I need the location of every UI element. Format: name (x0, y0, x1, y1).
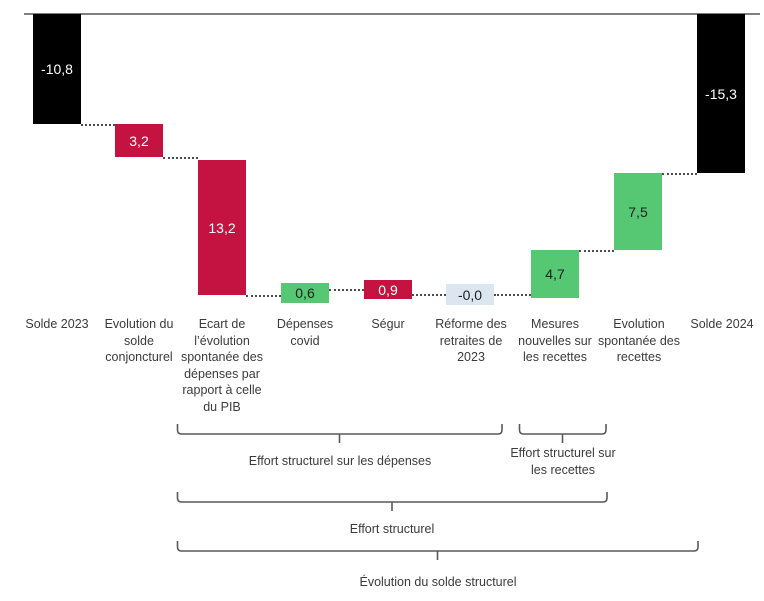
category-label-solde-2023: Solde 2023 (25, 317, 89, 331)
bracket-depenses-path (176, 424, 503, 435)
bar-value-label: 4,7 (545, 266, 565, 282)
plot-area: -10,8 3,2 13,2 0,6 0,9 -0,0 4,7 (24, 13, 760, 305)
connector-4 (329, 289, 364, 291)
category-label-evolution-solde-conjoncturel: Evolution du solde conjoncturel (104, 317, 174, 364)
category-label-reforme-retraites: Réforme des retraites de 2023 (435, 317, 507, 364)
bar-reforme-retraites-2023[interactable]: -0,0 (446, 284, 494, 305)
connector-6 (494, 294, 531, 296)
bar-value-label: 3,2 (129, 132, 149, 149)
bar-value-label: -15,3 (705, 85, 737, 102)
connector-1 (81, 124, 115, 126)
bar-depenses-covid[interactable]: 0,6 (281, 283, 329, 303)
bracket-recettes-path (518, 424, 607, 435)
bar-solde-2023[interactable]: -10,8 (33, 14, 81, 124)
bar-value-label: 0,9 (378, 281, 398, 298)
connector-2 (163, 157, 198, 159)
connector-7 (579, 250, 614, 252)
category-label-solde-2024: Solde 2024 (690, 317, 754, 331)
bar-value-label: 7,5 (628, 203, 648, 220)
bar-value-label: 13,2 (208, 219, 236, 236)
bracket-label-effort-structurel: Effort structurel (349, 522, 435, 536)
bar-evolution-solde-conjoncturel[interactable]: 3,2 (115, 124, 163, 157)
bracket-label-effort-depenses: Effort structurel sur les dépenses (248, 454, 432, 468)
bracket-evolution-solde-structurel-path (176, 541, 699, 552)
category-label-evolution-spontanee-recettes: Evolution spontanée des recettes (597, 317, 680, 364)
bar-value-label: 0,6 (295, 285, 315, 301)
category-label-segur: Ségur (371, 317, 405, 331)
bar-solde-2024[interactable]: -15,3 (697, 14, 745, 173)
category-label-depenses-covid: Dépenses covid (276, 317, 334, 348)
bar-mesures-nouvelles-recettes[interactable]: 4,7 (531, 250, 579, 298)
bar-ecart-evolution-spontanee-depenses[interactable]: 13,2 (198, 160, 246, 295)
bracket-effort-structurel-path (176, 492, 608, 503)
bracket-label-evolution-solde-structurel: Évolution du solde structurel (359, 575, 517, 589)
bar-value-label: -0,0 (457, 286, 483, 303)
bracket-label-effort-recettes: Effort structurel sur les recettes (510, 446, 616, 477)
bar-evolution-spontanee-recettes[interactable]: 7,5 (614, 173, 662, 250)
connector-5 (412, 294, 446, 296)
bar-segur[interactable]: 0,9 (364, 280, 412, 299)
category-label-ecart-evolution-spontanee: Ecart de l’évolution spontanée des dépen… (180, 317, 263, 414)
category-axis-labels: Solde 2023 Evolution du solde conjonctur… (0, 308, 764, 418)
category-label-mesures-nouvelles: Mesures nouvelles sur les recettes (518, 317, 592, 364)
connector-8 (662, 173, 697, 175)
connector-3 (246, 295, 281, 297)
bar-value-label: -10,8 (41, 61, 73, 77)
zero-axis-line (24, 13, 760, 15)
